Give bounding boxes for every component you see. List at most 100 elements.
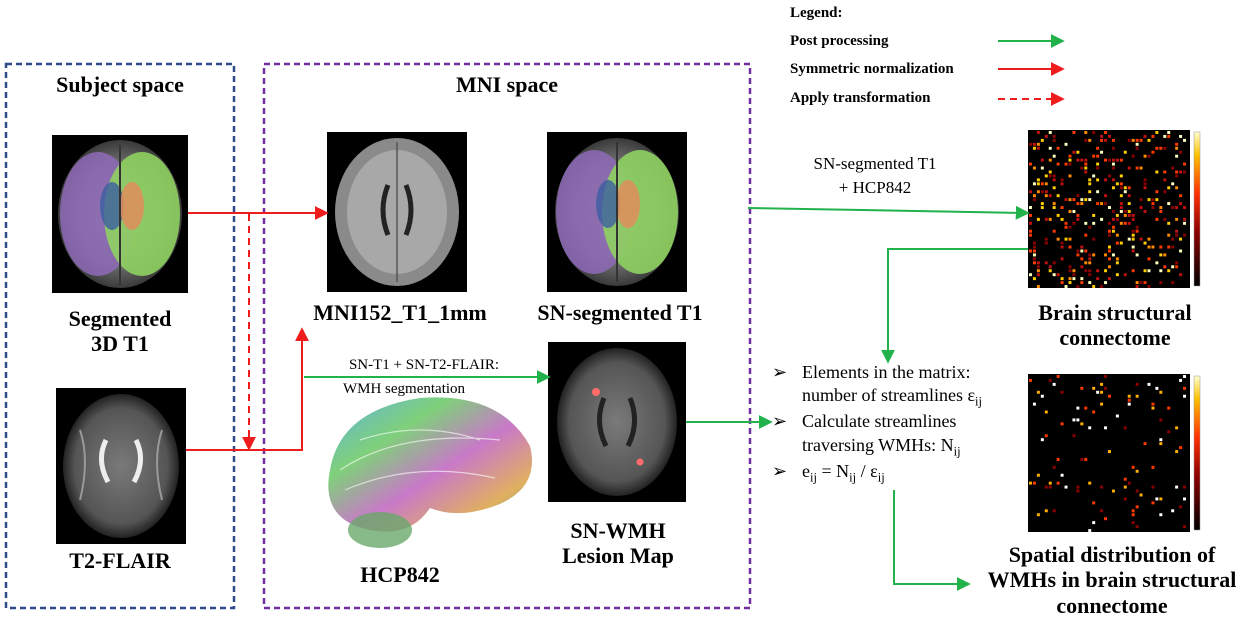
connectome-input-line2: + HCP842	[838, 178, 912, 197]
matrix-cell	[1084, 170, 1088, 174]
matrix-cell	[1060, 182, 1064, 186]
matrix-cell	[1179, 249, 1183, 253]
matrix-cell	[1108, 265, 1111, 269]
matrix-cell	[1167, 202, 1171, 206]
matrix-cell	[1171, 237, 1175, 241]
wmh-step-line2: WMH segmentation	[342, 381, 466, 397]
matrix-cell	[1029, 229, 1032, 233]
matrix-cell	[1080, 457, 1084, 461]
matrix-cell	[1123, 210, 1127, 213]
matrix-cell	[1135, 285, 1139, 289]
sn-wmh-label: SN-WMH Lesion Map	[562, 518, 674, 569]
matrix-cell	[1072, 434, 1076, 438]
matrix-cell	[1155, 131, 1159, 134]
matrix-cell	[1088, 273, 1092, 277]
matrix-cell	[1115, 414, 1119, 418]
matrix-cell	[1167, 221, 1171, 225]
bullet1-line1: Elements in the matrix:	[802, 362, 971, 382]
matrix-cell	[1100, 402, 1104, 406]
matrix-cell	[1048, 174, 1052, 178]
matrix-cell	[1072, 269, 1076, 273]
matrix-cell	[1179, 505, 1183, 509]
matrix-cell	[1155, 261, 1159, 265]
matrix-cell	[1163, 190, 1167, 194]
matrix-cell	[1108, 158, 1111, 162]
matrix-cell	[1111, 158, 1115, 162]
matrix-cell	[1131, 217, 1135, 221]
matrix-cell	[1096, 162, 1100, 166]
matrix-cell	[1143, 134, 1147, 138]
matrix-cell	[1092, 237, 1096, 241]
matrix-cell	[1088, 190, 1092, 194]
matrix-cell	[1159, 146, 1163, 150]
matrix-cell	[1032, 277, 1036, 281]
arrow-flair-to-mni	[186, 327, 309, 451]
matrix-cell	[1076, 213, 1080, 217]
matrix-cell	[1115, 257, 1119, 261]
matrix-cell	[1127, 237, 1131, 241]
matrix-cell	[1179, 237, 1183, 241]
formula-div: / ε	[856, 460, 878, 481]
matrix-cell	[1111, 489, 1115, 493]
matrix-cell	[1032, 249, 1036, 253]
matrix-cell	[1044, 134, 1048, 138]
matrix-cell	[1143, 281, 1147, 285]
sn-segmented-label: SN-segmented T1	[537, 300, 703, 325]
matrix-cell	[1036, 190, 1040, 194]
matrix-cell	[1048, 217, 1052, 221]
matrix-cell	[1036, 178, 1040, 182]
matrix-cell	[1179, 150, 1183, 154]
matrix-cell	[1143, 269, 1147, 273]
matrix-cell	[1044, 194, 1048, 198]
matrix-cell	[1076, 249, 1080, 253]
matrix-cell	[1048, 481, 1052, 485]
matrix-cell	[1127, 402, 1131, 406]
matrix-cell	[1143, 182, 1147, 186]
matrix-cell	[1048, 170, 1052, 174]
matrix-cell	[1119, 241, 1123, 245]
matrix-cell	[1088, 426, 1092, 430]
matrix-cell	[1183, 375, 1187, 378]
matrix-cell	[1096, 166, 1100, 170]
matrix-cell	[1131, 237, 1135, 241]
matrix-cell	[1131, 233, 1135, 237]
matrix-cell	[1100, 390, 1104, 394]
matrix-cell	[1088, 253, 1092, 257]
matrix-cell	[1048, 378, 1052, 382]
matrix-cell	[1175, 170, 1179, 174]
matrix-cell	[1060, 241, 1064, 245]
matrix-cell	[1127, 166, 1131, 170]
matrix-cell	[1056, 375, 1060, 378]
matrix-cell	[1064, 485, 1068, 489]
matrix-cell	[1104, 517, 1108, 521]
matrix-cell	[1123, 186, 1127, 190]
matrix-cell	[1040, 438, 1044, 442]
matrix-cell	[1175, 174, 1179, 178]
matrix-cell	[1155, 497, 1159, 501]
matrix-cell	[1119, 194, 1123, 198]
matrix-cell	[1036, 265, 1040, 269]
matrix-cell	[1052, 206, 1056, 210]
matrix-cell	[1064, 225, 1068, 229]
matrix-cell	[1048, 131, 1052, 134]
matrix-cell	[1036, 217, 1040, 221]
matrix-cell	[1100, 134, 1104, 138]
matrix-cell	[1123, 426, 1127, 430]
matrix-cell	[1036, 146, 1040, 150]
matrix-cell	[1131, 213, 1135, 217]
matrix-cell	[1147, 154, 1151, 158]
matrix-cell	[1111, 166, 1115, 170]
matrix-cell	[1052, 273, 1056, 277]
matrix-cell	[1044, 190, 1048, 194]
matrix-cell	[1080, 265, 1084, 269]
matrix-cell	[1171, 206, 1175, 210]
matrix-cell	[1036, 285, 1040, 289]
matrix-cell	[1088, 257, 1092, 261]
matrix-cell	[1159, 245, 1163, 249]
matrix-cell	[1171, 281, 1175, 285]
matrix-cell	[1068, 210, 1072, 213]
matrix-cell	[1163, 170, 1167, 174]
matrix-cell	[1029, 233, 1032, 237]
matrix-cell	[1183, 221, 1187, 225]
matrix-cell	[1072, 131, 1076, 134]
